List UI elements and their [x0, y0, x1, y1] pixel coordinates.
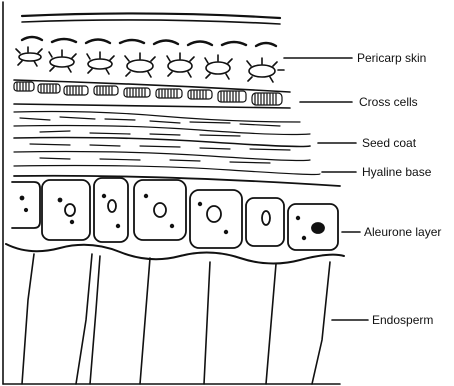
pericarp-spiky-cells: [16, 47, 284, 82]
label-cross-cells: Cross cells: [359, 95, 418, 109]
pericarp-surface: [22, 13, 280, 24]
label-seed-coat: Seed coat: [362, 136, 417, 150]
aleurone-boundary: [6, 244, 344, 264]
label-aleurone-layer: Aleurone layer: [364, 225, 441, 239]
diagram-labels: Pericarp skin Cross cells Seed coat Hyal…: [357, 51, 441, 327]
seed-coat-layers: [14, 112, 320, 175]
endosperm-cells: [22, 254, 330, 384]
pericarp-dash-row: [22, 37, 276, 46]
label-hyaline-base: Hyaline base: [362, 165, 432, 179]
label-leader-lines: [284, 58, 368, 320]
cross-cells-band: [14, 80, 290, 108]
label-endosperm: Endosperm: [372, 313, 433, 327]
label-pericarp-skin: Pericarp skin: [357, 51, 426, 65]
aleurone-cells: [12, 176, 340, 250]
